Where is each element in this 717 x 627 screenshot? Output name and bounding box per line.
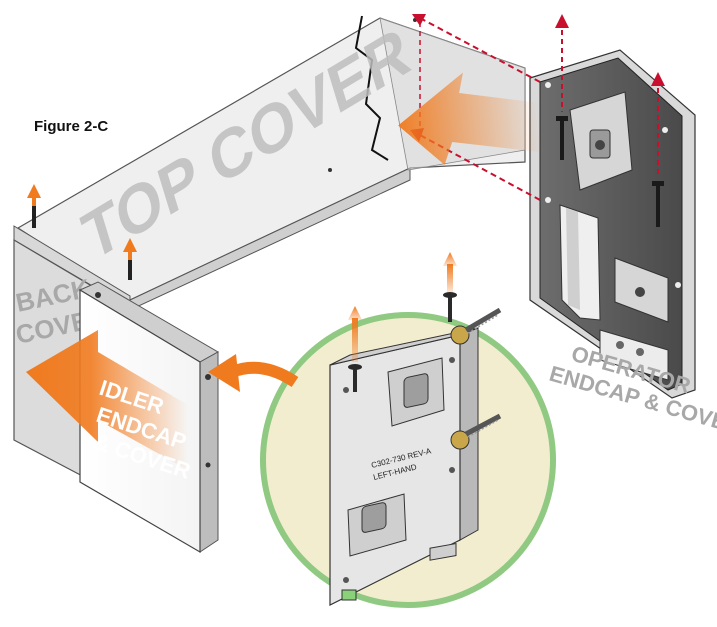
idler-direction-arrow-icon (26, 330, 188, 470)
operator-direction-arrow-icon (398, 72, 544, 165)
screw-icon (556, 116, 568, 160)
operator-endcap (529, 49, 696, 399)
up-arrow-icon (555, 14, 569, 112)
up-arrow-icon (651, 72, 665, 178)
screw-icon (123, 238, 137, 280)
screw-icon (348, 306, 362, 392)
screw-icon (450, 307, 502, 345)
screw-icon (443, 252, 457, 322)
idler-endcap-bracket: C302-730 REV-A LEFT-HAND (329, 327, 479, 606)
screw-icon (27, 184, 41, 228)
curved-arrow-icon (208, 354, 299, 392)
screw-icon (652, 181, 664, 227)
screw-icon (450, 413, 502, 450)
figure-label: Figure 2-C (34, 118, 109, 135)
